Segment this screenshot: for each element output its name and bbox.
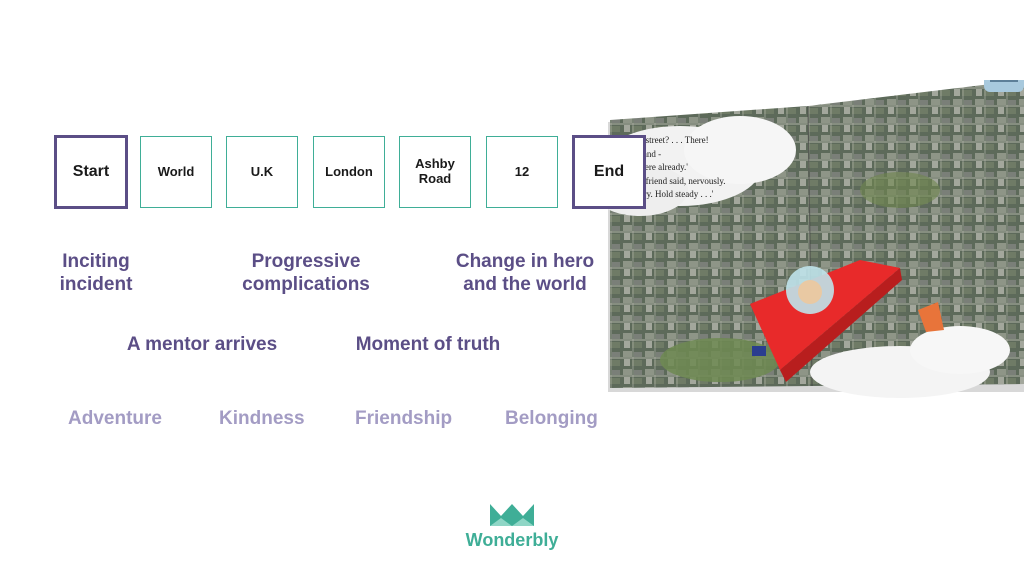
wonderbly-logo: Wonderbly [462, 502, 562, 556]
step-london: London [313, 136, 385, 208]
crown-icon [490, 504, 534, 526]
book-text-line: ?' her friend said, nervously. [624, 175, 726, 186]
beat-progressive-complications: Progressive complications [242, 251, 370, 295]
theme-friendship: Friendship [355, 408, 453, 429]
book-text-line: ng's here already.' [624, 162, 688, 172]
step-end: End [572, 135, 646, 209]
book-text-line: 's our street? . . . There! [624, 135, 709, 145]
beat-mentor-arrives: A mentor arrives [126, 334, 278, 355]
step-12: 12 [486, 136, 558, 208]
step-start: Start [54, 135, 128, 209]
beat-moment-of-truth: Moment of truth [355, 334, 501, 355]
theme-kindness: Kindness [219, 408, 305, 429]
beat-inciting-incident: Inciting incident [59, 251, 133, 295]
step-ashby-road: Ashby Road [399, 136, 471, 208]
step-uk: U.K [226, 136, 298, 208]
book-illustration [600, 80, 1024, 398]
beat-change-in-hero: Change in hero and the world [455, 251, 595, 295]
theme-belonging: Belonging [505, 408, 598, 429]
book-text-line: - I'll try. Hold steady . . .' [624, 189, 714, 199]
theme-adventure: Adventure [68, 408, 162, 429]
step-world: World [140, 136, 212, 208]
logo-text: Wonderbly [465, 530, 559, 550]
